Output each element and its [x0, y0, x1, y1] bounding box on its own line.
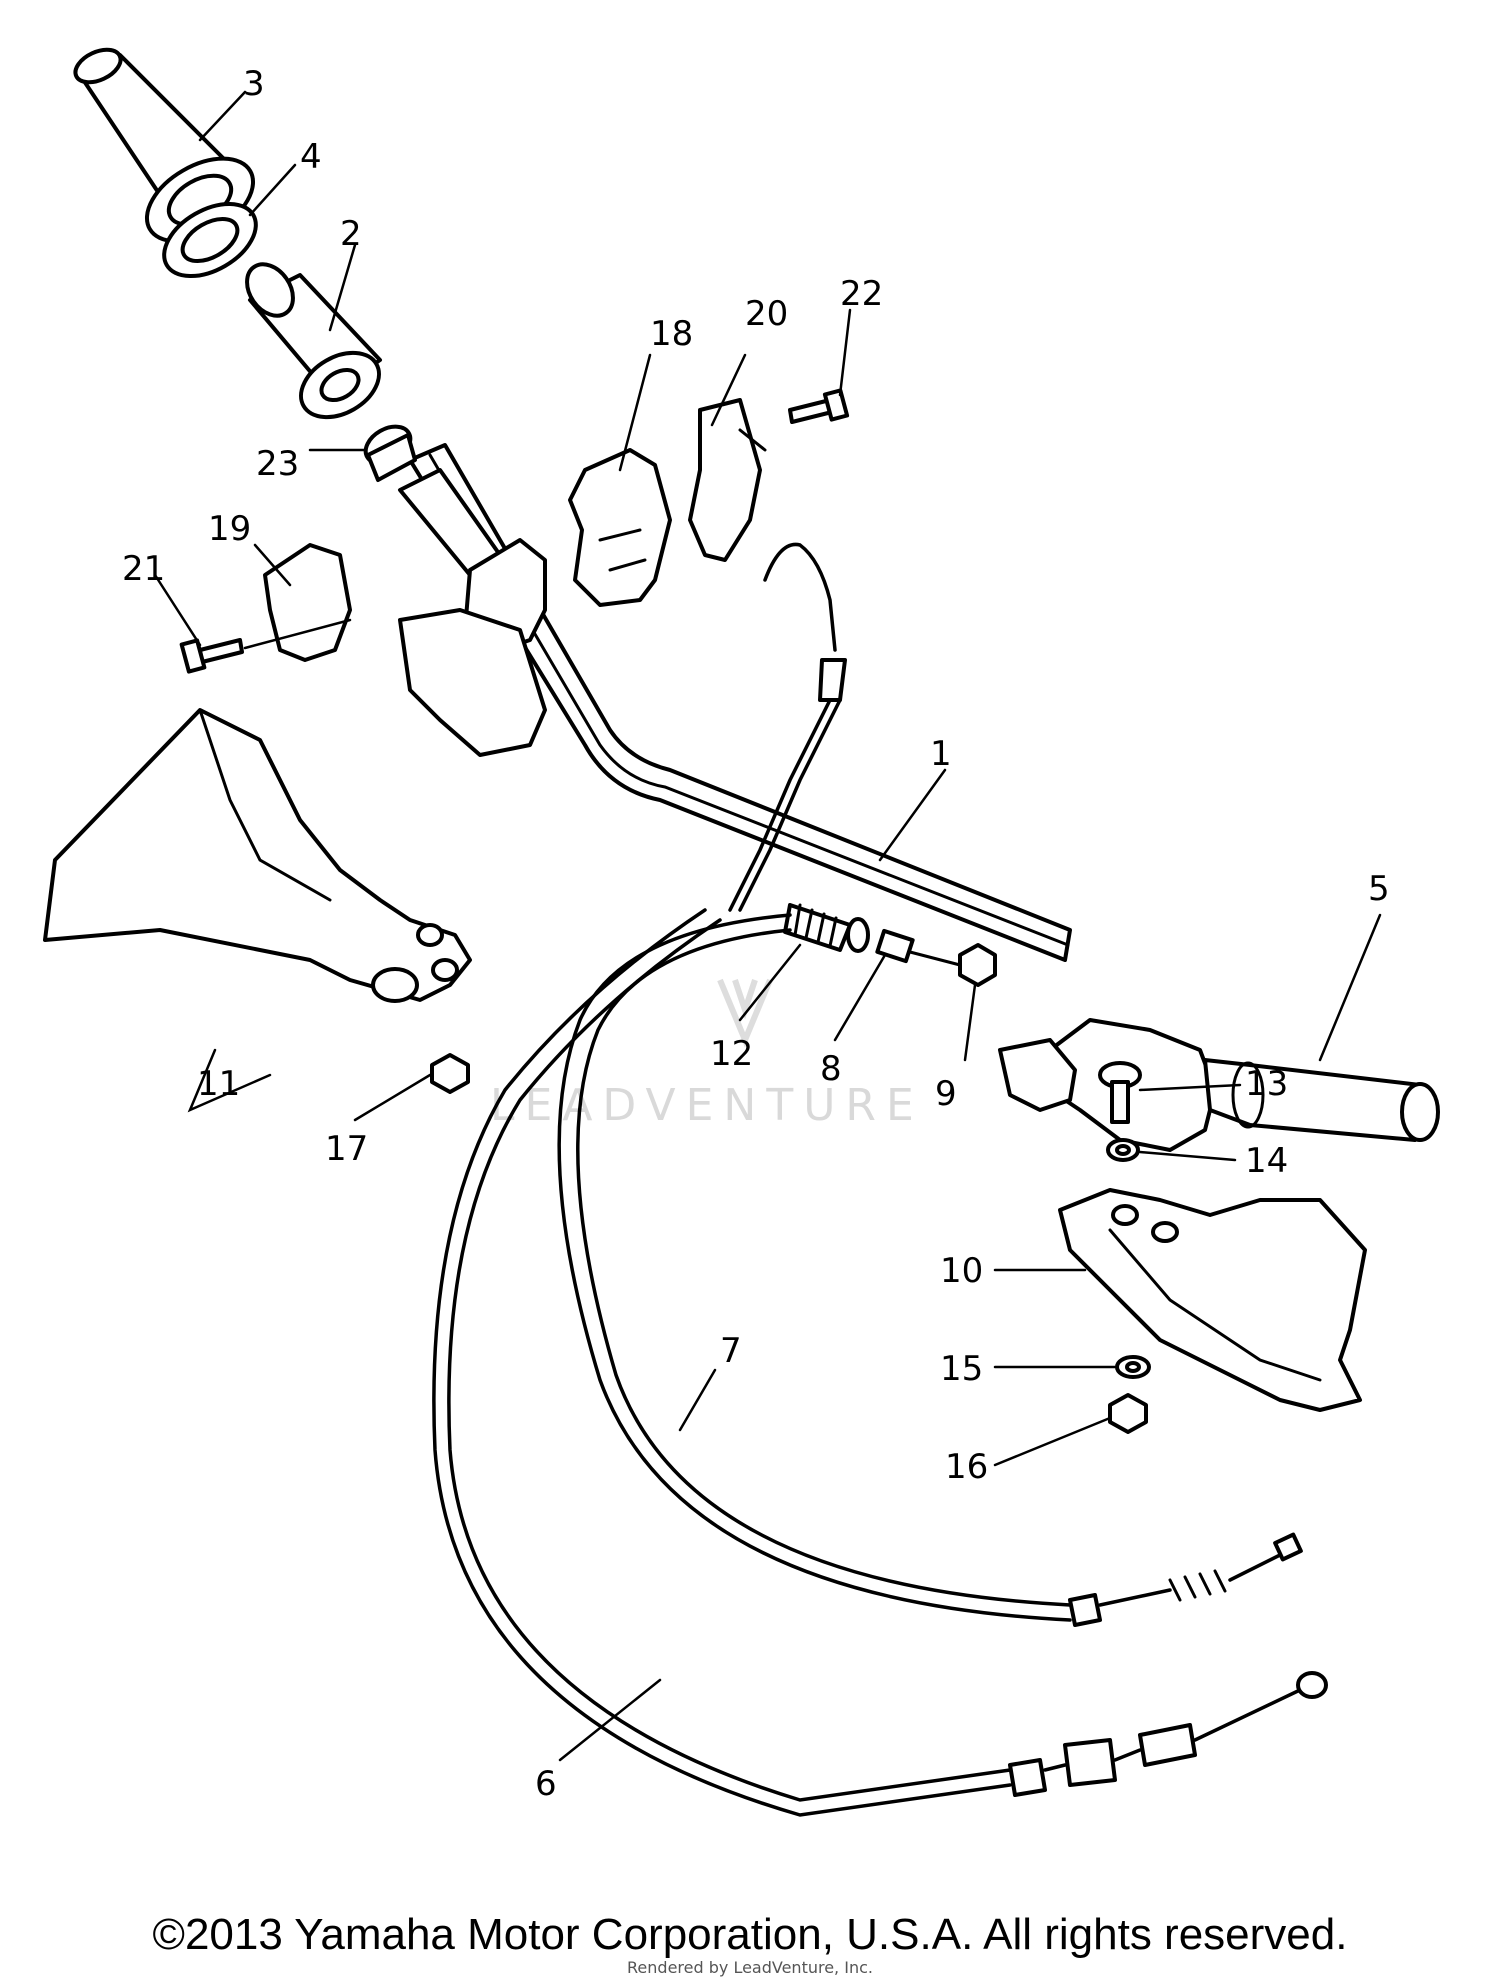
callout-5: 5	[1368, 869, 1390, 909]
callout-14: 14	[1245, 1141, 1288, 1181]
callout-8: 8	[820, 1049, 842, 1089]
throttle-cable-upper	[728, 542, 847, 912]
part-15-washer	[1115, 1355, 1151, 1379]
callout-18: 18	[650, 314, 693, 354]
part-22-screw	[788, 388, 850, 424]
callout-7: 7	[720, 1331, 742, 1371]
watermark-text: LEADVENTURE	[490, 1080, 924, 1131]
part-10-hand-guard-right	[1058, 1188, 1367, 1412]
callout-6: 6	[535, 1764, 557, 1804]
callout-20: 20	[745, 294, 788, 334]
callout-labels: 3 4 2 23 18 20 22 19 21 1 5 11 17 12 8 9…	[122, 64, 1390, 1804]
part-16-nut	[1108, 1393, 1148, 1434]
watermark-logo	[717, 978, 773, 1048]
part-13-bolt	[1098, 1061, 1142, 1124]
callout-12: 12	[710, 1034, 753, 1074]
callout-10: 10	[940, 1251, 983, 1291]
part-7-cable	[557, 913, 1303, 1627]
part-23-collar	[363, 424, 417, 482]
callout-4: 4	[300, 137, 322, 177]
part-21-screw	[179, 638, 244, 674]
callout-21: 21	[122, 549, 165, 589]
callout-1: 1	[930, 734, 952, 774]
leader-lines	[153, 90, 1382, 1762]
part-12-adjuster	[783, 903, 870, 953]
part-2-throttle-tube	[245, 262, 382, 420]
callout-15: 15	[940, 1349, 983, 1389]
callout-19: 19	[208, 509, 251, 549]
part-14-washer	[1106, 1138, 1140, 1162]
callout-11: 11	[197, 1064, 240, 1104]
part-17-nut	[430, 1053, 470, 1094]
part-20-lever-bracket	[688, 398, 762, 562]
part-19-clamp	[263, 543, 352, 662]
part-11-hand-guard-left	[43, 708, 472, 1003]
callout-3: 3	[243, 64, 265, 104]
part-4-ring	[162, 201, 258, 279]
callout-9: 9	[935, 1074, 957, 1114]
part-6-cable	[432, 908, 1328, 1817]
callout-13: 13	[1245, 1064, 1288, 1104]
part-3-grip	[73, 47, 256, 244]
callout-2: 2	[340, 214, 362, 254]
part-9-locknut	[958, 943, 997, 987]
callout-23: 23	[256, 444, 299, 484]
callout-17: 17	[325, 1129, 368, 1169]
rendered-by-note: Rendered by LeadVenture, Inc.	[627, 1958, 873, 1977]
throttle-housing	[398, 468, 547, 757]
callout-22: 22	[840, 274, 883, 314]
part-18-bracket	[568, 448, 672, 607]
callout-16: 16	[945, 1447, 988, 1487]
part-8-adjuster-bolt	[875, 928, 962, 967]
copyright-notice: ©2013 Yamaha Motor Corporation, U.S.A. A…	[152, 1910, 1348, 1959]
